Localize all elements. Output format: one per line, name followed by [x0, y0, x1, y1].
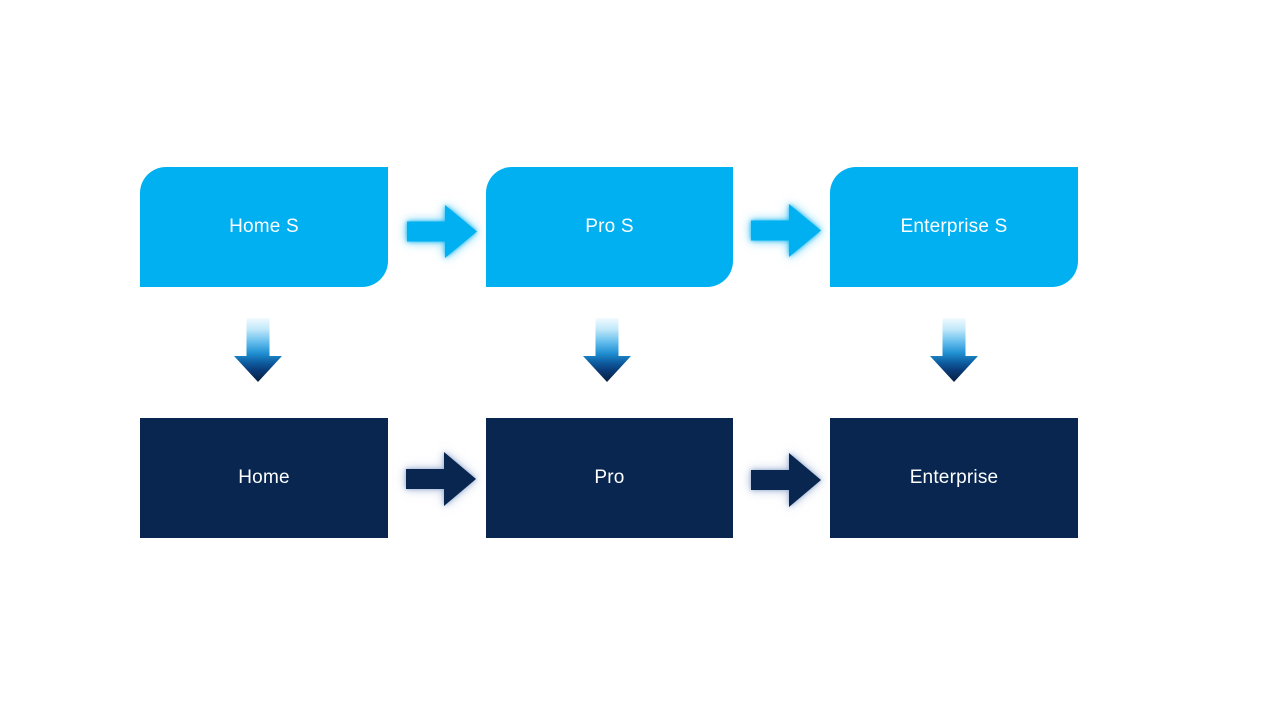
right-arrow-icon[interactable]: [407, 204, 477, 259]
node-pro-s[interactable]: Pro S: [486, 167, 733, 287]
node-home[interactable]: Home: [140, 418, 388, 538]
node-label: Home: [238, 467, 290, 488]
node-label: Enterprise: [909, 467, 999, 488]
down-arrow-icon[interactable]: [583, 318, 631, 382]
node-label: Home S: [229, 216, 299, 237]
node-enterprise[interactable]: Enterprise: [830, 418, 1078, 538]
down-arrow-icon[interactable]: [234, 318, 282, 382]
right-arrow-icon[interactable]: [751, 452, 821, 508]
right-arrow-icon[interactable]: [751, 203, 821, 258]
node-label: Enterprise S: [900, 216, 1008, 237]
node-home-s[interactable]: Home S: [140, 167, 388, 287]
down-arrow-icon[interactable]: [930, 318, 978, 382]
node-label: Pro S: [585, 216, 634, 237]
node-enterprise-s[interactable]: Enterprise S: [830, 167, 1078, 287]
node-pro[interactable]: Pro: [486, 418, 733, 538]
node-label: Pro: [594, 467, 625, 488]
right-arrow-icon[interactable]: [406, 451, 476, 507]
